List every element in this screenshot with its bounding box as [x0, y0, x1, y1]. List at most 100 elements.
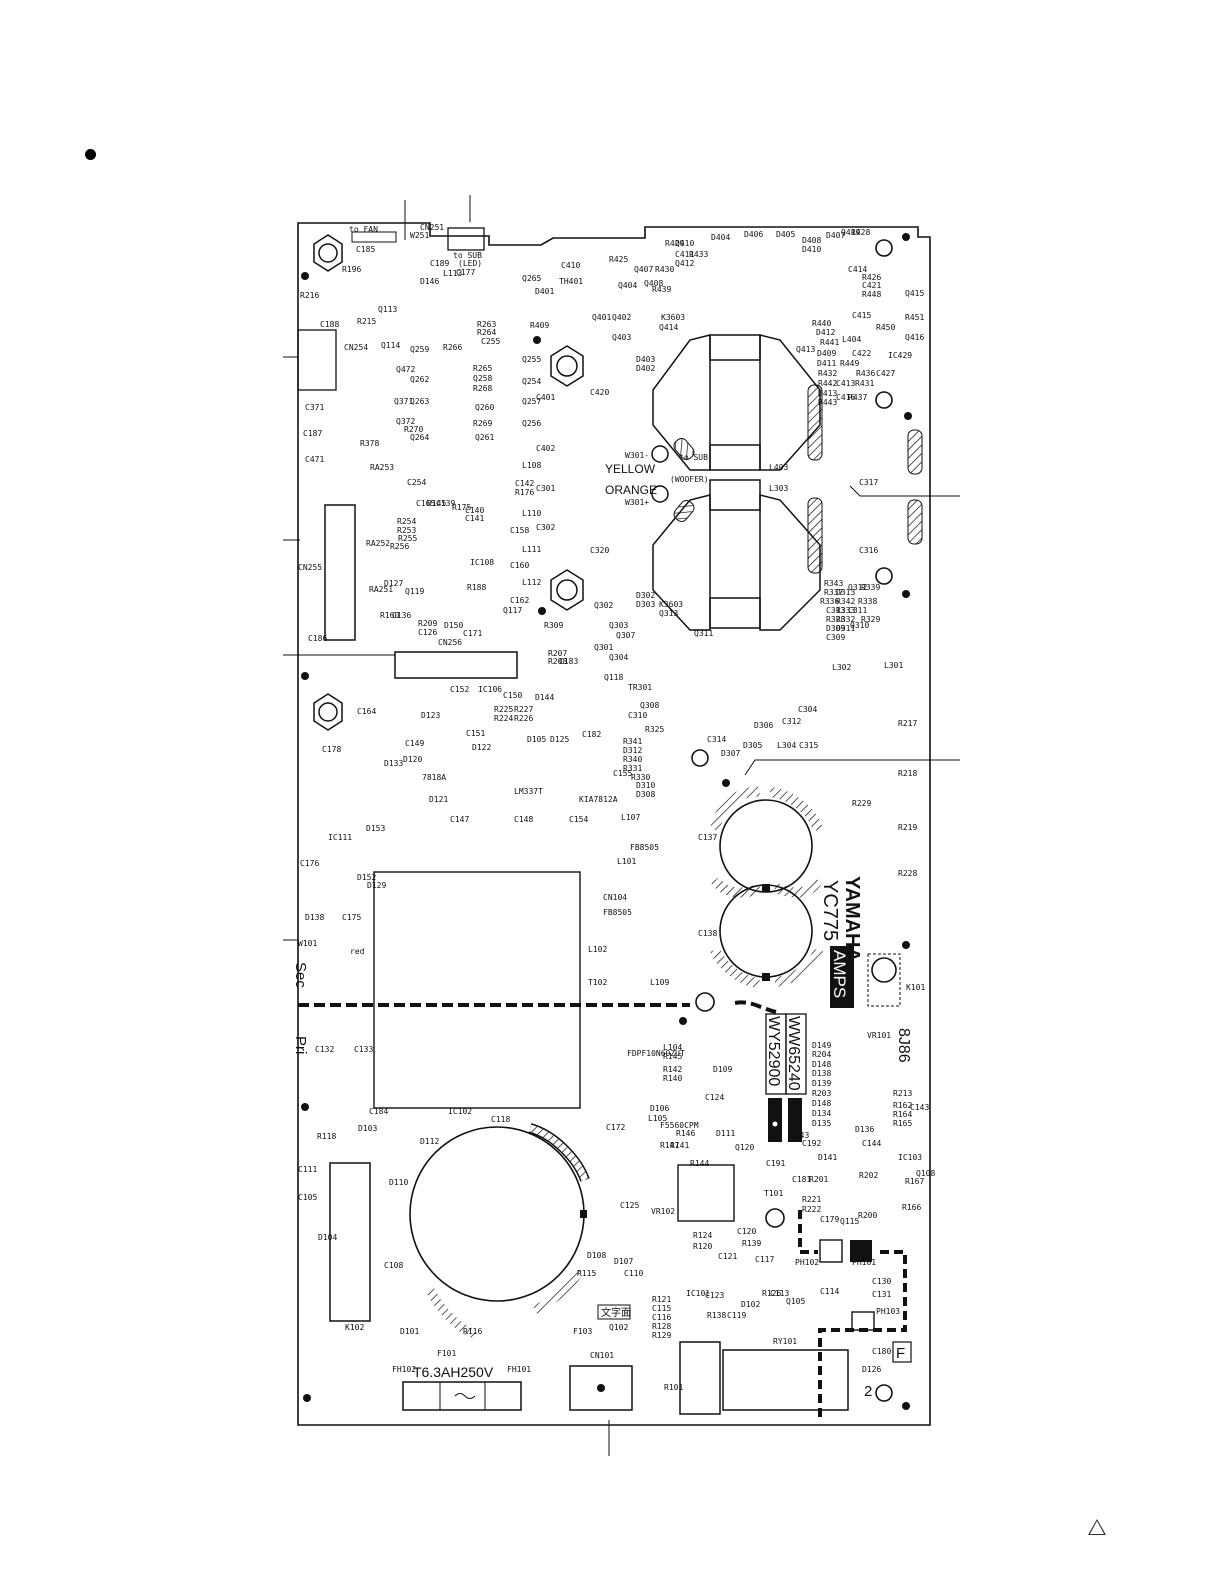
component-label: C108: [384, 1261, 403, 1270]
wire-orange-label: ORANGE: [605, 483, 657, 497]
component-label: L403: [769, 463, 788, 472]
component-label: C131: [872, 1290, 891, 1299]
component-label: C125: [620, 1201, 639, 1210]
component-label: Q119: [405, 587, 424, 596]
component-label: LM337T: [514, 787, 543, 796]
component-label: C148: [514, 815, 533, 824]
component-label: R441: [820, 338, 839, 347]
component-label: D127: [384, 579, 403, 588]
component-label: D309: [826, 624, 845, 633]
component-label: D139: [812, 1079, 831, 1088]
component-label: C133: [354, 1045, 373, 1054]
component-label: D123: [421, 711, 440, 720]
component-label: R227: [514, 705, 533, 714]
component-label: C316: [859, 546, 878, 555]
component-label: R203: [812, 1089, 831, 1098]
component-label: Q263: [410, 397, 429, 406]
component-label: D144: [535, 693, 554, 702]
component-label: PH101: [852, 1258, 876, 1267]
model-number: YC775: [819, 880, 841, 941]
component-label: VR101: [867, 1031, 891, 1040]
component-label: R196: [342, 265, 361, 274]
component-label: Q307: [616, 631, 635, 640]
pad-w301-minus: [651, 445, 669, 463]
component-label: Q403: [612, 333, 631, 342]
photocoupler-ph103: [851, 1311, 875, 1331]
component-label: D406: [744, 230, 763, 239]
component-label: PH103: [876, 1307, 900, 1316]
component-label: D134: [812, 1109, 831, 1118]
component-label: Q105: [786, 1297, 805, 1306]
component-label: D121: [429, 795, 448, 804]
component-label: D307: [721, 749, 740, 758]
component-label: C139: [436, 499, 455, 508]
component-label: R164: [893, 1110, 912, 1119]
component-label: K3603: [661, 313, 685, 322]
connector-led: [447, 227, 485, 251]
component-label: Q262: [410, 375, 429, 384]
component-label: Q303: [609, 621, 628, 630]
component-label: D122: [472, 743, 491, 752]
component-label: D404: [711, 233, 730, 242]
component-label: F101: [437, 1349, 456, 1358]
component-label: C189: [430, 259, 449, 268]
component-label: D148: [812, 1099, 831, 1108]
fuse-rating: T6.3AH250V: [413, 1364, 494, 1380]
component-label: D104: [318, 1233, 337, 1242]
component-label: D311: [836, 624, 855, 633]
component-label: C182: [582, 730, 601, 739]
component-label: D402: [636, 364, 655, 373]
component-label: C312: [782, 717, 801, 726]
component-label: C175: [342, 913, 361, 922]
component-label: C110: [624, 1269, 643, 1278]
component-label: R128: [652, 1322, 671, 1331]
component-label: R145: [663, 1052, 682, 1061]
component-label: D145: [427, 499, 446, 508]
component-label: R329: [861, 615, 880, 624]
component-label: D141: [818, 1153, 837, 1162]
component-label: Q261: [475, 433, 494, 442]
component-label: C164: [357, 707, 376, 716]
component-label: VR102: [651, 1207, 675, 1216]
component-label: D146: [420, 277, 439, 286]
component-label: C304: [798, 705, 817, 714]
component-label: R201: [809, 1175, 828, 1184]
component-label: Q402: [612, 313, 631, 322]
component-label: C411: [675, 250, 694, 259]
component-label: Q371: [394, 397, 413, 406]
component-label: to SUB: [679, 453, 708, 462]
component-label: 7818A: [422, 773, 446, 782]
component-label: D312: [623, 746, 642, 755]
bullet-dot: [85, 149, 96, 160]
secondary-label: Sec: [292, 962, 309, 988]
component-label: C160: [510, 561, 529, 570]
component-label: C255: [481, 337, 500, 346]
component-label: C144: [862, 1139, 881, 1148]
component-label: R188: [467, 583, 486, 592]
part-number-badge-2: WY52900: [765, 1013, 787, 1095]
component-label: F103: [573, 1327, 592, 1336]
component-label: C138: [698, 929, 717, 938]
component-label: L303: [769, 484, 788, 493]
component-label: C162: [510, 596, 529, 605]
component-label: R175: [452, 503, 471, 512]
component-label: C402: [536, 444, 555, 453]
screw-marks: [301, 233, 912, 1410]
component-label: Q415: [905, 289, 924, 298]
component-label: L107: [621, 813, 640, 822]
component-label: D120: [403, 755, 422, 764]
component-label: Q102: [609, 1323, 628, 1332]
component-label: R439: [652, 285, 671, 294]
kanji-mark: 文字面: [597, 1304, 631, 1320]
component-label: R139: [742, 1239, 761, 1248]
component-label: C118: [491, 1115, 510, 1124]
component-label: D143: [790, 1131, 809, 1140]
component-label: D136: [855, 1125, 874, 1134]
component-label: R217: [898, 719, 917, 728]
component-label: D106: [650, 1104, 669, 1113]
component-label: T101: [764, 1189, 783, 1198]
component-label: IC101: [686, 1289, 710, 1298]
component-label: Q419: [841, 228, 860, 237]
component-label: D412: [816, 328, 835, 337]
ac-inlet-cn101: [569, 1365, 633, 1411]
